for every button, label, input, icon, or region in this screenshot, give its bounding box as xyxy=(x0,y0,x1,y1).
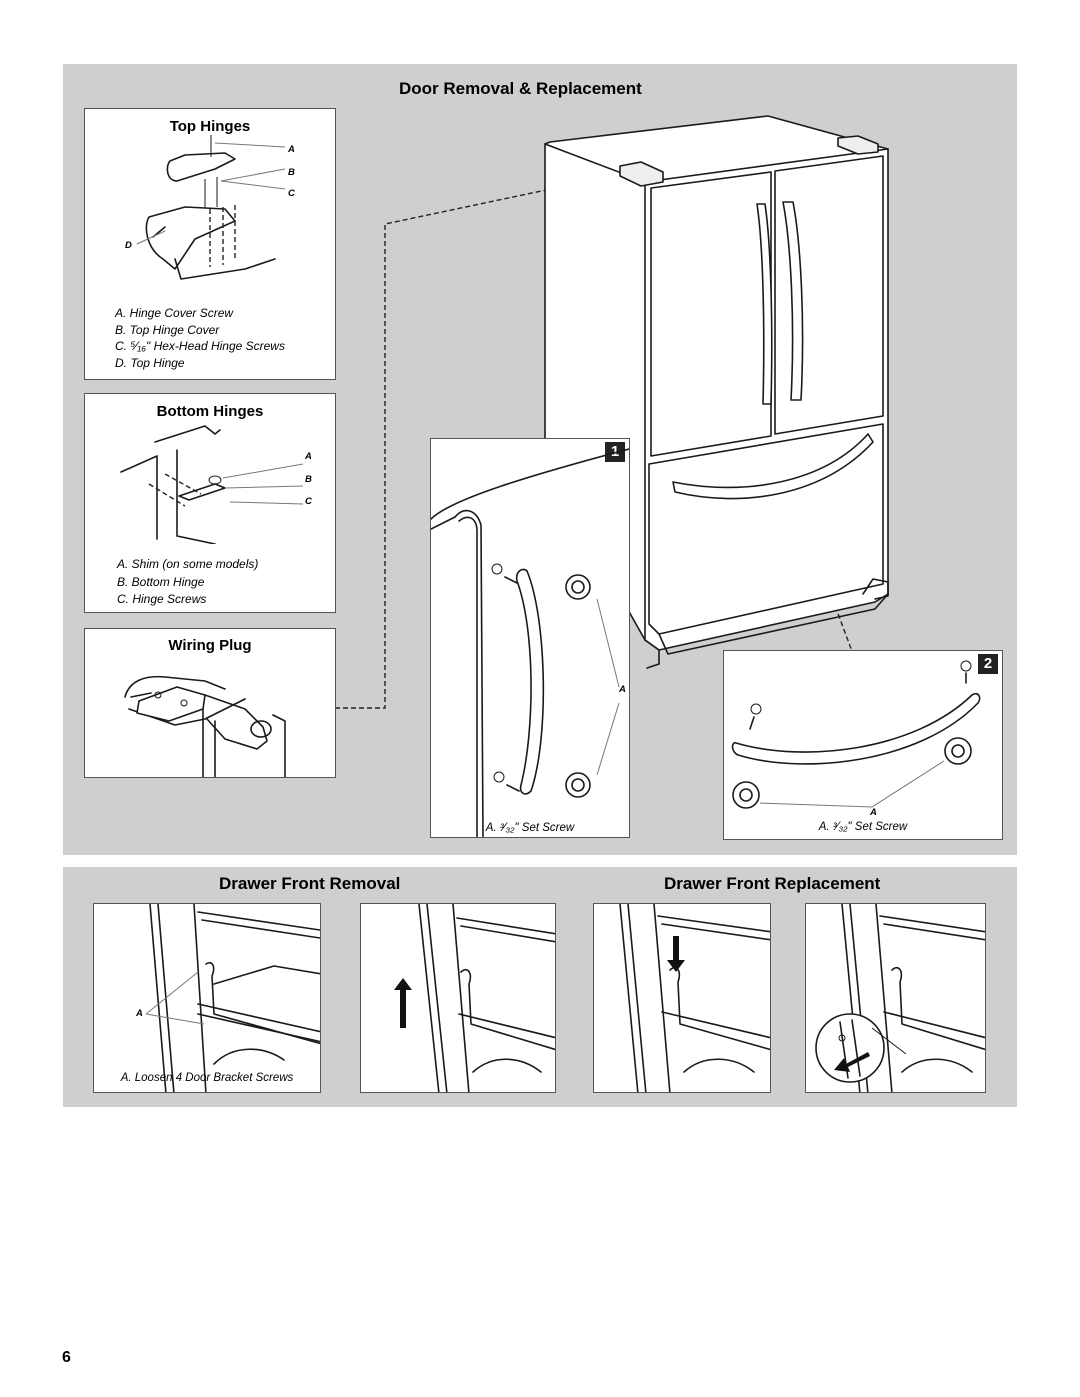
wiring-plug-box: Wiring Plug xyxy=(84,628,336,778)
top-hinge-label-a: A xyxy=(288,144,295,155)
top-hinges-legend: A. Hinge Cover Screw B. Top Hinge Cover … xyxy=(115,305,285,371)
arrow-down-icon xyxy=(667,936,685,972)
drawer-front-panel: Drawer Front Removal Drawer Front Replac… xyxy=(63,867,1017,1107)
legend-item: D. Top Hinge xyxy=(115,355,185,370)
detail-1-label-a: A xyxy=(619,684,626,695)
wiring-plug-title: Wiring Plug xyxy=(168,637,252,654)
drawer-removal-fig-2 xyxy=(360,903,556,1093)
bottom-hinge-diagram xyxy=(120,425,304,544)
detail-2-label-a: A xyxy=(870,807,877,818)
legend-item: A. Hinge Cover Screw xyxy=(115,306,234,320)
drawer-bracket-diagram xyxy=(145,904,320,1092)
drawer-removal-heading: Drawer Front Removal xyxy=(219,874,401,893)
door-removal-heading: Door Removal & Replacement xyxy=(399,79,642,98)
detail-1-box: 1 A A. ³⁄₃₂" Set Screw xyxy=(430,438,630,838)
legend-item: B. Top Hinge Cover xyxy=(115,322,220,337)
legend-item: A. Shim (on some models) xyxy=(117,557,259,571)
top-hinges-title: Top Hinges xyxy=(169,118,251,135)
step-2-badge: 2 xyxy=(978,654,998,674)
page-number: 6 xyxy=(62,1349,71,1366)
drawer-lower-diagram xyxy=(619,904,770,1092)
top-hinge-label-d: D xyxy=(125,240,132,251)
drawer-lift-diagram xyxy=(394,904,555,1092)
legend-item: C. ⁵⁄₁₆" Hex-Head Hinge Screws xyxy=(115,339,285,354)
bottom-hinge-label-c: C xyxy=(305,496,312,507)
door-removal-panel: Door Removal & Replacement Top Hinges xyxy=(63,64,1017,855)
handle-1-diagram xyxy=(431,448,629,837)
detail-1-caption: A. ³⁄₃₂" Set Screw xyxy=(485,822,575,834)
detail-2-caption: A. ³⁄₃₂" Set Screw xyxy=(818,821,908,833)
handle-2-diagram xyxy=(731,660,981,809)
drawer-replacement-fig-1 xyxy=(593,903,771,1093)
drawer-replacement-fig-2 xyxy=(805,903,986,1093)
drawer-replacement-heading: Drawer Front Replacement xyxy=(664,874,881,893)
bottom-hinge-label-a: A xyxy=(305,451,312,462)
legend-item: B. Bottom Hinge xyxy=(117,574,205,589)
top-hinges-box: Top Hinges A B C D A. Hinge Cover Screw … xyxy=(84,108,336,380)
drawer-screw-tighten-diagram xyxy=(815,904,985,1092)
arrow-diagonal-icon xyxy=(834,1052,870,1072)
fig-1-label-a: A xyxy=(136,1008,143,1019)
top-hinge-label-c: C xyxy=(288,188,295,199)
bottom-hinges-legend: A. Shim (on some models) B. Bottom Hinge… xyxy=(117,556,258,609)
refrigerator-illustration xyxy=(335,115,889,709)
bottom-hinge-label-b: B xyxy=(305,474,312,485)
wiring-plug-diagram xyxy=(124,675,286,777)
top-hinge-diagram xyxy=(136,135,286,280)
arrow-up-icon xyxy=(394,978,412,1028)
top-hinge-label-b: B xyxy=(288,167,295,178)
legend-item: C. Hinge Screws xyxy=(117,592,207,607)
bottom-hinges-box: Bottom Hinges A B C A. Shim (on some mod… xyxy=(84,393,336,613)
drawer-removal-fig-1: A A. Loosen 4 Door Bracket Screws xyxy=(93,903,321,1093)
bottom-hinges-title: Bottom Hinges xyxy=(156,403,264,420)
fig-1-caption: A. Loosen 4 Door Bracket Screws xyxy=(120,1072,294,1084)
detail-2-box: 2 A A. ³⁄₃₂" Set Screw xyxy=(723,650,1003,840)
